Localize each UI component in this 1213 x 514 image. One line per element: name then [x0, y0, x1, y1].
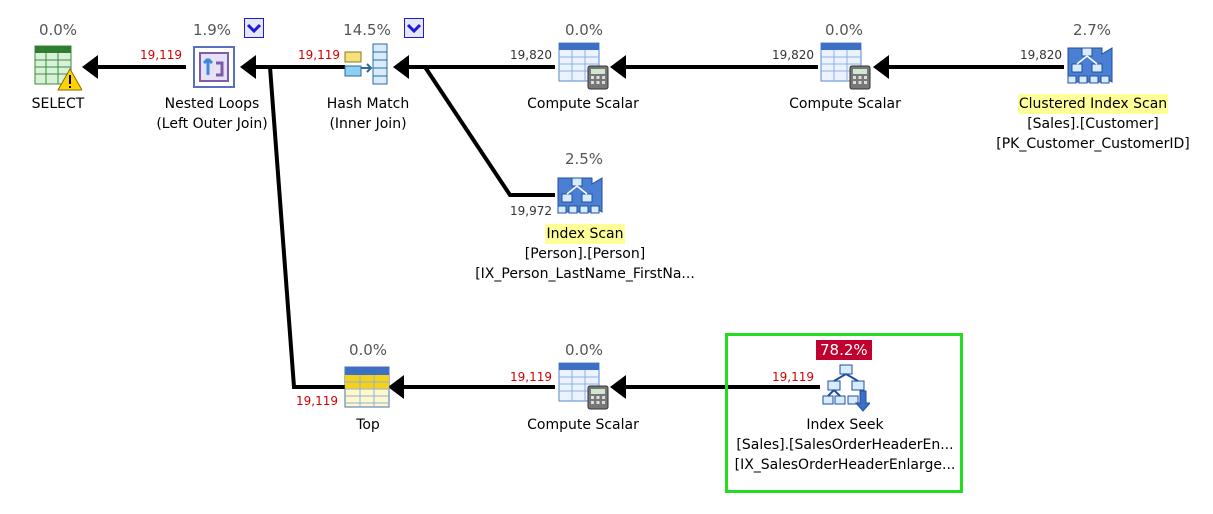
index-scan-label: Index Scan [Person].[Person] [IX_Person_… — [455, 224, 715, 284]
focus-highlight-box — [725, 333, 963, 493]
top-label: Top — [318, 415, 418, 435]
edge-count-top-to-nested: 19,119 — [296, 394, 338, 408]
clustered-index-scan-cost-percent: 2.7% — [1072, 21, 1112, 39]
clustered-index-scan-label: Clustered Index Scan [Sales].[Customer] … — [988, 94, 1198, 154]
clustered-index-scan-table: [Sales].[Customer] — [1027, 116, 1159, 132]
edge-top-to-nested — [268, 66, 345, 389]
index-scan-cost-percent: 2.5% — [564, 150, 604, 168]
edge-count-cs3-to-top: 19,119 — [510, 370, 552, 384]
top-icon[interactable] — [344, 366, 392, 412]
top-cost-percent: 0.0% — [348, 341, 388, 359]
compute-scalar-2-label: Compute Scalar — [775, 94, 915, 114]
compute-scalar-3-title: Compute Scalar — [527, 417, 639, 433]
hash-match-cost-percent: 14.5% — [343, 21, 391, 39]
compute-scalar-icon[interactable] — [558, 362, 609, 410]
hash-match-subtitle: (Inner Join) — [329, 116, 407, 132]
clustered-index-scan-title: Clustered Index Scan — [1017, 94, 1169, 114]
edge-iscan-to-hash — [423, 65, 555, 197]
index-seek-index: [IX_SalesOrderHeaderEnlarge... — [734, 457, 956, 473]
compute-scalar-icon[interactable] — [820, 42, 871, 90]
chevron-down-icon — [246, 23, 262, 34]
nested-loops-label: Nested Loops (Left Outer Join) — [144, 94, 280, 134]
index-seek-label: Index Seek [Sales].[SalesOrderHeaderEn..… — [727, 415, 963, 475]
compute-scalar-icon[interactable] — [558, 42, 609, 90]
edge-count-seek-to-cs3: 19,119 — [772, 370, 814, 384]
select-warning-icon[interactable] — [34, 45, 83, 91]
hash-match-title: Hash Match — [326, 96, 410, 112]
index-seek-icon[interactable] — [822, 363, 872, 412]
nested-loops-cost-percent: 1.9% — [192, 21, 232, 39]
edge-count-hash-to-nested: 19,119 — [298, 48, 340, 62]
edge-count-cs2-to-cs1: 19,820 — [772, 48, 814, 62]
edge-count-iscan-to-hash: 19,972 — [510, 204, 552, 218]
compute-scalar-2-cost-percent: 0.0% — [824, 21, 864, 39]
nested-loops-icon[interactable] — [192, 45, 240, 91]
clustered-index-scan-icon[interactable] — [1066, 42, 1114, 88]
compute-scalar-1-label: Compute Scalar — [513, 94, 653, 114]
hash-match-label: Hash Match (Inner Join) — [318, 94, 418, 134]
index-seek-title: Index Seek — [806, 417, 884, 433]
hash-match-expand-button[interactable] — [404, 18, 424, 38]
compute-scalar-2-title: Compute Scalar — [789, 96, 901, 112]
compute-scalar-1-title: Compute Scalar — [527, 96, 639, 112]
index-scan-index: [IX_Person_LastName_FirstNa... — [475, 266, 695, 282]
index-seek-table: [Sales].[SalesOrderHeaderEn... — [736, 437, 954, 453]
top-title: Top — [356, 417, 380, 433]
index-scan-table: [Person].[Person] — [524, 246, 646, 262]
nested-loops-title: Nested Loops — [164, 96, 260, 112]
nested-loops-subtitle: (Left Outer Join) — [156, 116, 268, 132]
edge-count-cis-to-cs2: 19,820 — [1020, 48, 1062, 62]
compute-scalar-1-cost-percent: 0.0% — [564, 21, 604, 39]
compute-scalar-3-cost-percent: 0.0% — [564, 341, 604, 359]
nested-loops-expand-button[interactable] — [244, 18, 264, 38]
edge-count-nested-to-select: 19,119 — [140, 48, 182, 62]
select-label: SELECT — [10, 94, 106, 114]
index-seek-cost-percent: 78.2% — [816, 340, 872, 360]
clustered-index-scan-index: [PK_Customer_CustomerID] — [996, 136, 1190, 152]
edge-count-cs1-to-hash: 19,820 — [510, 48, 552, 62]
index-scan-icon[interactable] — [556, 172, 604, 218]
hash-match-icon[interactable] — [343, 42, 391, 88]
chevron-down-icon — [406, 23, 422, 34]
select-title: SELECT — [31, 96, 85, 112]
compute-scalar-3-label: Compute Scalar — [513, 415, 653, 435]
index-scan-title: Index Scan — [545, 224, 625, 244]
select-cost-percent: 0.0% — [38, 21, 78, 39]
